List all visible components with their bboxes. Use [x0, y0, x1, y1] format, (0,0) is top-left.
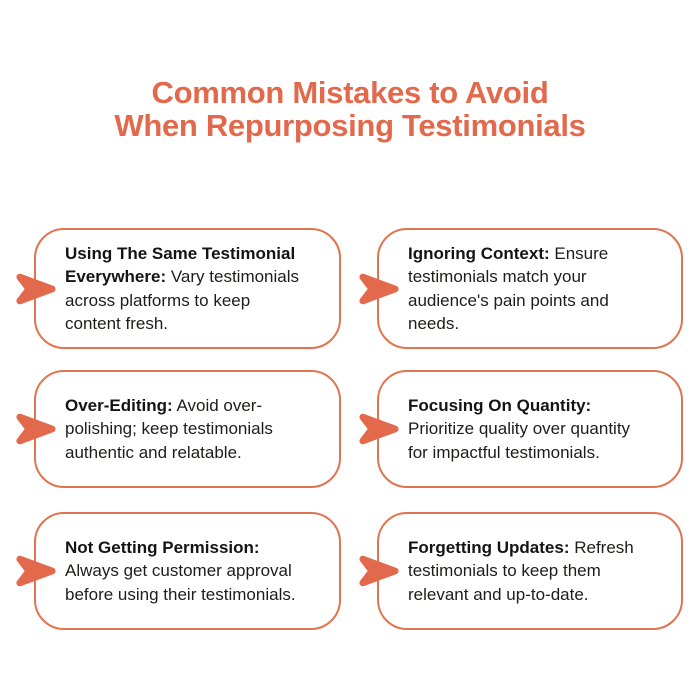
- mistake-card-ignoring-context: Ignoring Context: Ensure testimonials mat…: [359, 228, 683, 349]
- card-heading-segment: Over-Editing:: [65, 395, 173, 415]
- arrow-right-icon: [16, 273, 56, 304]
- card-line: needs.: [408, 314, 460, 333]
- card-text: Focusing On Quantity: Prioritize quality …: [408, 394, 663, 465]
- card-line: content fresh.: [65, 314, 169, 333]
- arrow-right-icon: [359, 413, 399, 445]
- card-line: Ignoring Context: Ensure: [408, 243, 609, 263]
- mistake-card-over-editing: Over-Editing: Avoid over-polishing; keep…: [16, 370, 341, 488]
- card-line: audience's pain points and: [408, 290, 609, 310]
- card-heading-segment: Ignoring Context:: [408, 243, 550, 263]
- card-line: Prioritize quality over quantity: [408, 419, 631, 439]
- page-title: Common Mistakes to Avoid When Repurposin…: [0, 76, 700, 142]
- card-heading-segment: Focusing On Quantity:: [408, 395, 592, 415]
- card-heading-segment: Forgetting Updates:: [408, 537, 570, 557]
- card-text: Forgetting Updates: Refresh testimonials …: [408, 536, 663, 607]
- card-line: Forgetting Updates: Refresh: [408, 537, 634, 557]
- card-line: Using The Same Testimonial: [65, 242, 321, 266]
- mistake-card-not-getting-permission: Not Getting Permission: Always get custom…: [16, 512, 341, 630]
- card-line: Over-Editing: Avoid over-: [65, 395, 263, 415]
- mistake-card-forgetting-updates: Forgetting Updates: Refresh testimonials …: [359, 512, 683, 630]
- page-title-line1: Common Mistakes to Avoid: [151, 75, 549, 110]
- card-line: relevant and up-to-date.: [408, 584, 589, 604]
- card-line: Not Getting Permission:: [65, 536, 321, 560]
- card-line: across platforms to keep: [65, 290, 251, 310]
- mistake-card-focusing-on-quantity: Focusing On Quantity: Prioritize quality …: [359, 370, 683, 488]
- arrow-right-icon: [359, 555, 399, 587]
- card-line: before using their testimonials.: [65, 584, 296, 604]
- card-heading-segment: Everywhere:: [65, 267, 167, 286]
- arrow-right-icon: [16, 413, 56, 445]
- card-line: Always get customer approval: [65, 561, 292, 581]
- arrow-right-icon: [359, 273, 399, 304]
- card-text: Not Getting Permission: Always get custom…: [65, 536, 321, 607]
- card-line: testimonials match your: [408, 267, 587, 286]
- card-line: testimonials to keep them: [408, 561, 601, 581]
- card-line: Everywhere: Vary testimonials: [65, 267, 300, 286]
- card-line: polishing; keep testimonials: [65, 419, 273, 439]
- card-text: Over-Editing: Avoid over-polishing; keep…: [65, 394, 321, 465]
- card-heading-segment: Using The Same Testimonial: [65, 243, 296, 263]
- card-heading-segment: Not Getting Permission:: [65, 537, 260, 557]
- page-title-line2: When Repurposing Testimonials: [114, 108, 586, 143]
- card-text: Ignoring Context: Ensure testimonials mat…: [408, 242, 663, 336]
- card-line: Focusing On Quantity:: [408, 394, 663, 418]
- card-line: authentic and relatable.: [65, 442, 242, 462]
- card-line: for impactful testimonials.: [408, 442, 600, 462]
- arrow-right-icon: [16, 555, 56, 587]
